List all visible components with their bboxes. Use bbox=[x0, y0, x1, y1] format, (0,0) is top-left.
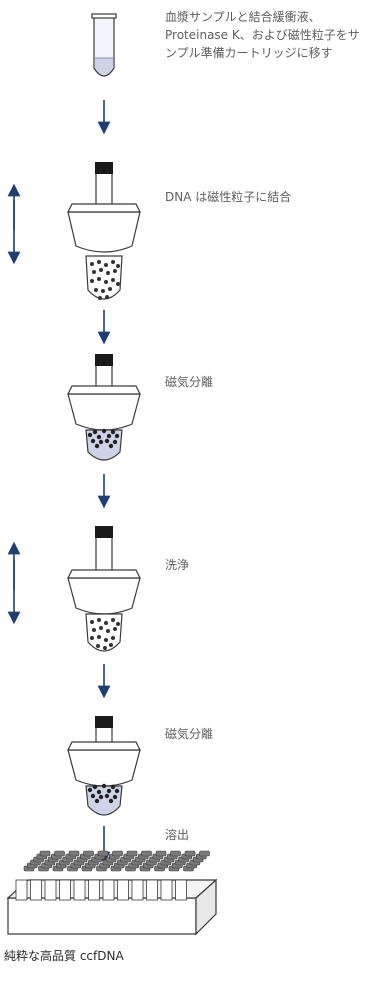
rack-tube bbox=[30, 879, 42, 901]
rack-tube bbox=[102, 879, 115, 901]
step-wash-text: 洗浄 bbox=[165, 558, 190, 572]
cartridge-binding-icon bbox=[67, 162, 141, 300]
wash-cartridge-icon bbox=[67, 526, 141, 652]
rack-tube-cap bbox=[68, 850, 80, 857]
magnetic-separation-icon bbox=[67, 716, 141, 816]
rack-tube-cap bbox=[126, 850, 138, 857]
rack-tube-cap bbox=[39, 850, 51, 857]
rack-tube-cap bbox=[112, 850, 123, 857]
result-label: 純粋な高品質 ccfDNA bbox=[4, 949, 124, 963]
rack-tube bbox=[146, 879, 158, 901]
rack-tube-cap bbox=[97, 850, 109, 857]
rack-tube bbox=[160, 879, 173, 901]
rack-tube bbox=[175, 879, 187, 901]
rack-tube-cap bbox=[199, 850, 210, 857]
step-magnetic-separation-2-text: 磁気分離 bbox=[165, 727, 214, 741]
step-magnetic-separation-text: 磁気分離 bbox=[165, 375, 214, 389]
rack-tube bbox=[59, 879, 71, 901]
rack-tube bbox=[73, 879, 86, 901]
rack-tube-cap bbox=[83, 850, 94, 857]
step-binding-text: DNA は磁性粒子に結合 bbox=[165, 190, 292, 204]
magnetic-separation-icon bbox=[67, 354, 141, 461]
rack-tube bbox=[88, 879, 100, 901]
rack-tube-cap bbox=[184, 850, 196, 857]
step-transfer-text: 血漿サンプルと結合緩衝液、Proteinase K、および磁性粒子をサンプル準備… bbox=[165, 10, 360, 60]
rack-tube-cap bbox=[170, 850, 181, 857]
rack-tube-cap bbox=[54, 850, 65, 857]
rack-tube bbox=[131, 879, 144, 901]
rack-tube bbox=[117, 879, 129, 901]
step-elution-text: 溶出 bbox=[165, 828, 190, 842]
rack-tube bbox=[44, 879, 57, 901]
tube-rack-icon bbox=[6, 850, 218, 936]
rack-tube bbox=[15, 879, 28, 901]
rack-tube-cap bbox=[155, 850, 167, 857]
rack-tube-cap bbox=[141, 850, 152, 857]
sample-tube-icon bbox=[91, 13, 117, 77]
